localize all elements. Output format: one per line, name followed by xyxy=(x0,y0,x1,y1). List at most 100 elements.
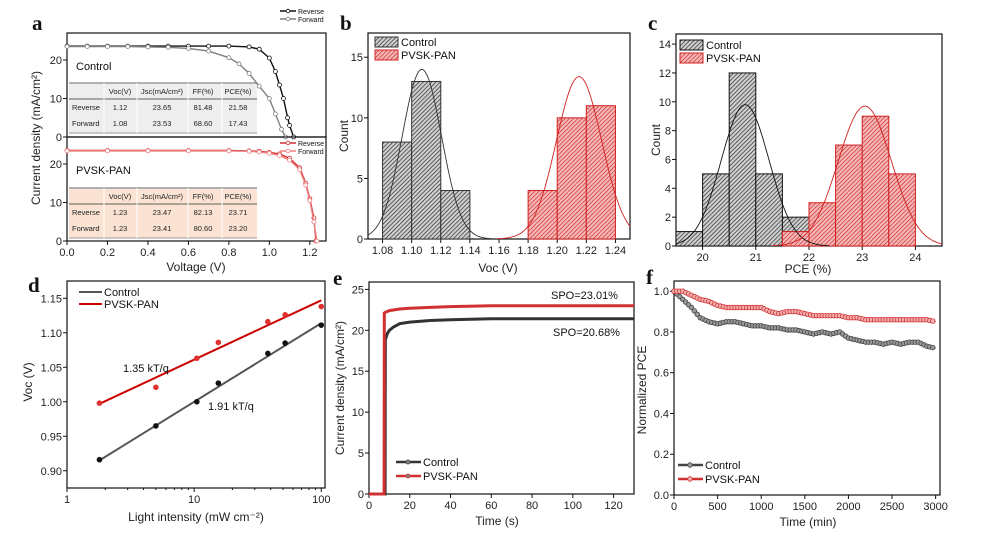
table-row-label: Reverse xyxy=(72,103,100,112)
x-tick-label: 1.10 xyxy=(401,245,422,257)
histogram-bar xyxy=(755,173,783,247)
jv-point xyxy=(297,167,303,173)
y-tick-label: 20 xyxy=(50,55,62,67)
legend-label: Control xyxy=(706,40,741,52)
table-header-cell: Jsc(mA/cm²) xyxy=(141,87,184,96)
data-point xyxy=(282,340,288,346)
gaussian-fit-pvsk-pan xyxy=(771,105,943,247)
x-axis-title: Time (s) xyxy=(475,514,519,528)
y-tick-label: 20 xyxy=(50,159,62,171)
plot-frame xyxy=(66,280,326,489)
table-cell: 21.58 xyxy=(229,103,248,112)
legend-marker xyxy=(687,462,693,468)
data-point xyxy=(153,423,159,429)
y-tick-label: 0.2 xyxy=(654,449,669,461)
jv-point xyxy=(206,48,212,54)
data-point xyxy=(96,456,103,463)
legend-swatch xyxy=(679,39,704,51)
histogram-bar xyxy=(527,190,558,240)
jv-point xyxy=(105,44,110,49)
x-tick-label: 21 xyxy=(750,252,762,264)
y-tick-label: 10 xyxy=(352,407,364,419)
table-background xyxy=(69,188,257,238)
panel-label-e: e xyxy=(333,266,342,290)
legend-label: Control xyxy=(423,457,458,469)
legend-swatch xyxy=(374,36,399,48)
y-tick-label: 10 xyxy=(50,197,62,209)
x-axis-title: Voc (V) xyxy=(478,261,517,275)
table-cell: 80.60 xyxy=(194,224,213,233)
x-tick-label: 100 xyxy=(312,494,330,506)
x-tick-label: 1500 xyxy=(793,501,817,513)
gaussian-fit-control xyxy=(367,68,493,240)
table-cell: 68.60 xyxy=(194,119,213,128)
x-axis-title: Time (min) xyxy=(780,515,837,529)
data-point xyxy=(318,322,325,328)
table-header-cell: FF(%) xyxy=(193,192,214,201)
y-tick-label: 8 xyxy=(665,126,671,138)
y-tick-label: 10 xyxy=(351,113,363,125)
y-tick-label: 0.95 xyxy=(41,431,62,443)
y-tick-label: 25 xyxy=(352,284,364,296)
y-axis-title: Count xyxy=(649,123,663,156)
panel-label-f: f xyxy=(646,265,654,289)
legend-label: PVSK-PAN xyxy=(706,53,761,65)
x-tick-label: 1.08 xyxy=(372,245,393,257)
y-axis-title: Normalized PCE xyxy=(635,346,649,435)
jv-point xyxy=(105,148,110,154)
legend-marker xyxy=(405,473,411,479)
x-tick-label: 1.2 xyxy=(302,247,317,259)
table-cell: 1.08 xyxy=(113,119,128,128)
panel-label-b: b xyxy=(340,11,352,35)
table-header-cell: Voc(V) xyxy=(109,192,132,201)
table-row-label: Reverse xyxy=(72,208,100,217)
y-axis-title: Count xyxy=(337,119,351,152)
histogram-bar xyxy=(556,117,587,240)
jv-point xyxy=(186,148,191,154)
gaussian-fit-control xyxy=(675,104,830,247)
data-point xyxy=(194,398,200,405)
spo-annotation-control: SPO=20.68% xyxy=(553,327,620,339)
jv-point xyxy=(236,61,242,67)
jv-point xyxy=(273,69,278,74)
y-tick-label: 6 xyxy=(665,154,671,166)
table-cell: 17.43 xyxy=(229,119,248,128)
table-header-cell: PCE(%) xyxy=(224,192,252,201)
y-tick-label: 0 xyxy=(56,236,62,248)
jv-point xyxy=(84,44,90,49)
x-axis-title: PCE (%) xyxy=(785,262,832,276)
y-tick-label: 2 xyxy=(665,212,671,224)
jv-point xyxy=(266,55,272,61)
x-tick-label: 40 xyxy=(444,500,456,512)
jv-point xyxy=(285,115,290,121)
jv-point xyxy=(246,71,252,76)
x-tick-label: 22 xyxy=(803,252,815,264)
data-point xyxy=(930,344,936,351)
x-tick-label: 120 xyxy=(604,500,622,512)
jv-point xyxy=(256,83,262,89)
jv-point xyxy=(287,157,292,163)
y-tick-label: 0.6 xyxy=(654,368,669,380)
jv-subplot-pvsk-pan: 01020Voc(V)Jsc(mA/cm²)FF(%)PCE(%)Reverse… xyxy=(50,136,327,259)
x-tick-label: 1.22 xyxy=(576,245,597,257)
x-tick-label: 0.2 xyxy=(100,247,115,259)
data-point xyxy=(930,318,936,324)
table-background xyxy=(69,83,257,133)
plot-frame xyxy=(368,281,635,495)
y-tick-label: 0.8 xyxy=(654,327,669,339)
current-trace-control xyxy=(369,317,634,496)
table-row-label: Forward xyxy=(72,224,100,233)
y-tick-label: 1.10 xyxy=(41,328,62,340)
spo-annotation-pvsk-pan: SPO=23.01% xyxy=(551,290,618,302)
y-tick-label: 0 xyxy=(358,489,364,501)
x-tick-label: 24 xyxy=(909,252,921,264)
x-axis-title: Light intensity (mW cm⁻²) xyxy=(128,510,264,524)
legend-label: Control xyxy=(401,37,436,49)
gaussian-fit-pvsk-pan xyxy=(497,76,631,240)
